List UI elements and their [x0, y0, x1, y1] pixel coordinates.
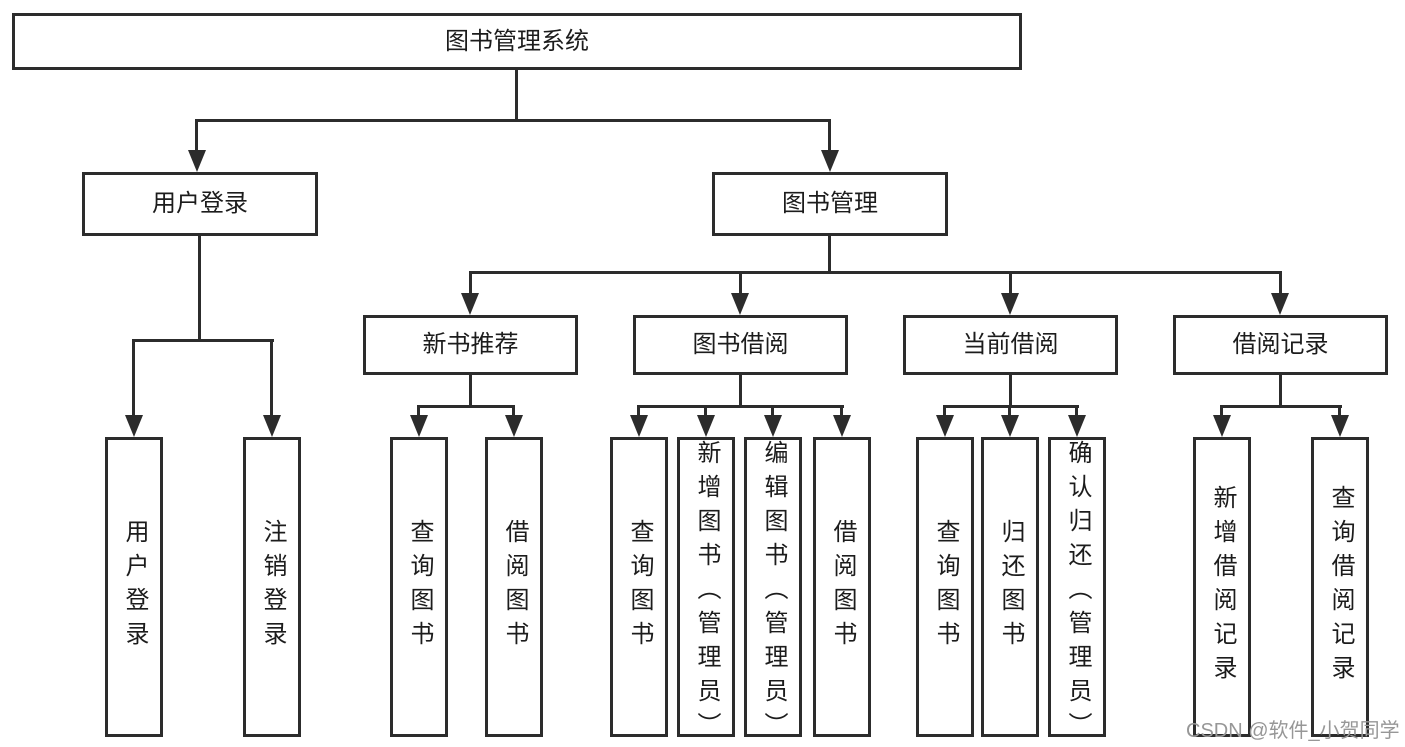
connector-line: [195, 119, 198, 152]
arrow-down-icon: [1001, 293, 1019, 315]
leaf-borrow-books-recommend: 借阅图书: [485, 437, 543, 737]
arrow-down-icon: [1331, 415, 1349, 437]
arrow-down-icon: [263, 415, 281, 437]
connector-line: [198, 236, 201, 342]
connector-line: [1220, 405, 1342, 408]
leaf-return-books: 归还图书: [981, 437, 1039, 737]
connector-line: [195, 119, 831, 122]
arrow-down-icon: [125, 415, 143, 437]
connector-line: [739, 271, 742, 295]
arrow-down-icon: [461, 293, 479, 315]
connector-line: [469, 271, 1282, 274]
arrow-down-icon: [1271, 293, 1289, 315]
connector-line: [828, 236, 831, 274]
node-borrow-records: 借阅记录: [1173, 315, 1388, 375]
connector-line: [132, 339, 135, 417]
connector-line: [1220, 405, 1223, 417]
connector-line: [417, 405, 420, 417]
node-current-borrow: 当前借阅: [903, 315, 1118, 375]
connector-line: [828, 119, 831, 152]
connector-line: [1338, 405, 1341, 417]
connector-line: [512, 405, 515, 417]
connector-line: [469, 271, 472, 295]
leaf-edit-books-admin: 编辑图书（管理员）: [744, 437, 802, 746]
arrow-down-icon: [821, 150, 839, 172]
connector-line: [637, 405, 640, 417]
connector-line: [1008, 405, 1011, 417]
connector-line: [943, 405, 946, 417]
arrow-down-icon: [731, 293, 749, 315]
connector-line: [704, 405, 707, 417]
connector-line: [637, 405, 844, 408]
connector-line: [943, 405, 1079, 408]
arrow-down-icon: [1213, 415, 1231, 437]
leaf-borrow-books: 借阅图书: [813, 437, 871, 737]
csdn-watermark: CSDN @软件_小贺同学: [1186, 720, 1400, 742]
node-book-borrow: 图书借阅: [633, 315, 848, 375]
connector-line: [771, 405, 774, 417]
connector-line: [270, 339, 273, 417]
arrow-down-icon: [410, 415, 428, 437]
arrow-down-icon: [697, 415, 715, 437]
leaf-confirm-return-admin: 确认归还（管理员）: [1048, 437, 1106, 746]
leaf-query-books-current: 查询图书: [916, 437, 974, 737]
leaf-add-books-admin: 新增图书（管理员）: [677, 437, 735, 746]
arrow-down-icon: [1001, 415, 1019, 437]
arrow-down-icon: [936, 415, 954, 437]
connector-line: [1279, 271, 1282, 295]
arrow-down-icon: [764, 415, 782, 437]
connector-line: [132, 339, 274, 342]
connector-line: [417, 405, 515, 408]
connector-line: [840, 405, 843, 417]
node-book-management: 图书管理: [712, 172, 948, 236]
connector-line: [1009, 375, 1012, 408]
connector-line: [1009, 271, 1012, 295]
arrow-down-icon: [1068, 415, 1086, 437]
arrow-down-icon: [630, 415, 648, 437]
node-new-book-recommend: 新书推荐: [363, 315, 578, 375]
leaf-logout: 注销登录: [243, 437, 301, 737]
connector-line: [1075, 405, 1078, 417]
connector-line: [469, 375, 472, 408]
connector-line: [1279, 375, 1282, 408]
connector-line: [515, 70, 518, 122]
connector-line: [739, 375, 742, 408]
arrow-down-icon: [505, 415, 523, 437]
arrow-down-icon: [833, 415, 851, 437]
leaf-query-books-recommend: 查询图书: [390, 437, 448, 737]
arrow-down-icon: [188, 150, 206, 172]
leaf-query-borrow-record: 查询借阅记录: [1311, 437, 1369, 737]
leaf-add-borrow-record: 新增借阅记录: [1193, 437, 1251, 737]
node-root-system: 图书管理系统: [12, 13, 1022, 70]
leaf-user-login: 用户登录: [105, 437, 163, 737]
node-user-login: 用户登录: [82, 172, 318, 236]
leaf-query-books-borrow: 查询图书: [610, 437, 668, 737]
